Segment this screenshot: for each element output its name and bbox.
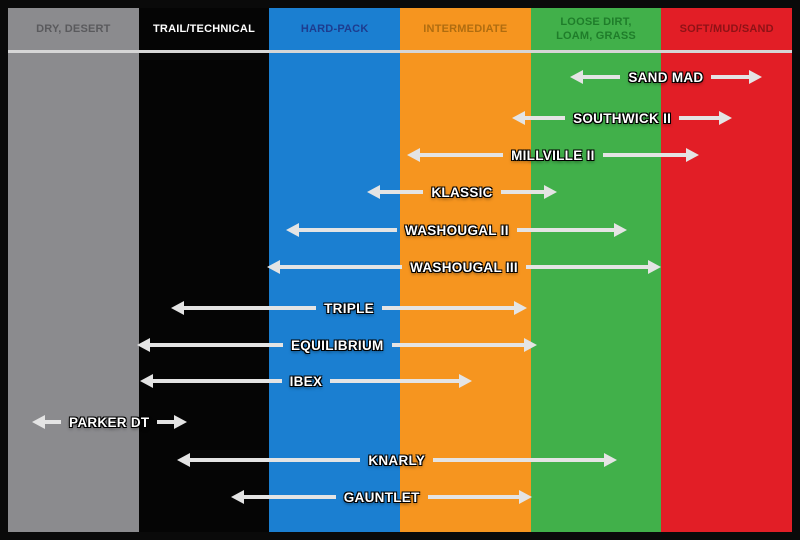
tire-name-label: EQUILIBRIUM <box>291 337 384 353</box>
arrow-line <box>381 306 514 310</box>
terrain-column: HARD-PACK <box>269 8 401 532</box>
terrain-columns: DRY, DESERT TRAIL/TECHNICAL HARD-PACK INTER… <box>8 8 792 532</box>
arrow-line <box>150 343 283 347</box>
terrain-column-header: SOFT/MUD/SAND <box>679 22 774 35</box>
arrow-line <box>525 265 649 269</box>
terrain-column-header: TRAIL/TECHNICAL <box>153 22 255 35</box>
tire-name-label: PARKER DT <box>69 414 150 430</box>
arrowhead-right-icon <box>648 260 662 274</box>
tire-range-arrow: KLASSIC <box>367 181 557 203</box>
terrain-column-header: INTERMEDIATE <box>423 22 508 35</box>
terrain-column-header: LOOSE DIRT, LOAM, GRASS <box>556 15 636 42</box>
arrowhead-right-icon <box>614 223 628 237</box>
arrowhead-left-icon <box>171 301 185 315</box>
terrain-column: DRY, DESERT <box>8 8 139 532</box>
arrowhead-right-icon <box>174 415 187 429</box>
terrain-column: INTERMEDIATE <box>400 8 531 532</box>
arrowhead-right-icon <box>458 374 472 388</box>
arrowhead-right-icon <box>718 111 732 125</box>
arrow-line <box>525 116 566 120</box>
tire-name-label: WASHOUGAL III <box>410 259 518 275</box>
arrow-line <box>679 116 719 120</box>
arrow-line <box>279 265 403 269</box>
header-divider <box>8 50 792 53</box>
arrowhead-left-icon <box>512 111 526 125</box>
arrowhead-right-icon <box>543 185 557 199</box>
tire-range-arrow: PARKER DT <box>31 411 187 433</box>
arrow-line <box>330 379 459 383</box>
arrow-line <box>189 458 361 462</box>
arrow-line <box>157 420 174 424</box>
arrowhead-left-icon <box>569 70 583 84</box>
tire-name-label: MILLVILLE II <box>511 147 595 163</box>
tire-range-arrow: GAUNTLET <box>231 486 532 508</box>
arrow-line <box>516 228 615 232</box>
arrowhead-left-icon <box>286 223 300 237</box>
arrow-line <box>44 420 62 424</box>
tire-range-arrow: SAND MAD <box>569 66 762 88</box>
arrow-line <box>184 306 317 310</box>
tire-range-arrow: MILLVILLE II <box>406 144 700 166</box>
arrow-line <box>391 343 525 347</box>
arrow-line <box>419 153 504 157</box>
arrowhead-right-icon <box>748 70 762 84</box>
arrowhead-right-icon <box>518 490 532 504</box>
arrow-line <box>244 495 336 499</box>
arrowhead-left-icon <box>139 374 153 388</box>
arrowhead-right-icon <box>686 148 700 162</box>
arrowhead-left-icon <box>231 490 245 504</box>
arrow-line <box>582 75 621 79</box>
arrow-line <box>299 228 397 232</box>
tire-name-label: WASHOUGAL II <box>404 222 509 238</box>
arrowhead-left-icon <box>137 338 151 352</box>
arrow-line <box>500 190 544 194</box>
arrow-line <box>427 495 519 499</box>
arrow-line <box>380 190 424 194</box>
tire-name-label: TRIPLE <box>324 300 374 316</box>
tire-range-arrow: TRIPLE <box>171 297 527 319</box>
arrow-line <box>711 75 749 79</box>
arrowhead-left-icon <box>367 185 381 199</box>
tire-rows: SAND MAD SOUTHWICK II MILLVILLE II KLASSIC W… <box>8 8 792 532</box>
terrain-column: TRAIL/TECHNICAL <box>138 8 270 532</box>
arrow-line <box>602 153 687 157</box>
terrain-column: LOOSE DIRT, LOAM, GRASS <box>530 8 662 532</box>
arrowhead-left-icon <box>176 453 190 467</box>
arrowhead-left-icon <box>31 415 45 429</box>
terrain-column: SOFT/MUD/SAND <box>661 8 792 532</box>
tire-range-arrow: EQUILIBRIUM <box>137 334 538 356</box>
tire-name-label: SOUTHWICK II <box>573 110 672 126</box>
arrow-line <box>433 458 604 462</box>
tire-name-label: IBEX <box>289 373 323 389</box>
tire-terrain-chart: DRY, DESERT TRAIL/TECHNICAL HARD-PACK INTER… <box>8 8 792 532</box>
tire-range-arrow: WASHOUGAL III <box>266 256 662 278</box>
tire-name-label: SAND MAD <box>628 69 704 85</box>
tire-name-label: KNARLY <box>368 452 426 468</box>
arrowhead-right-icon <box>524 338 538 352</box>
tire-range-arrow: KNARLY <box>176 449 617 471</box>
arrowhead-left-icon <box>266 260 280 274</box>
tire-range-arrow: WASHOUGAL II <box>286 219 628 241</box>
arrowhead-right-icon <box>513 301 527 315</box>
tire-name-label: GAUNTLET <box>343 489 420 505</box>
arrowhead-right-icon <box>603 453 617 467</box>
terrain-column-header: DRY, DESERT <box>36 22 111 35</box>
arrowhead-left-icon <box>406 148 420 162</box>
terrain-column-header: HARD-PACK <box>300 22 369 35</box>
tire-range-arrow: IBEX <box>139 370 472 392</box>
tire-name-label: KLASSIC <box>431 184 493 200</box>
tire-range-arrow: SOUTHWICK II <box>512 107 732 129</box>
arrow-line <box>152 379 282 383</box>
